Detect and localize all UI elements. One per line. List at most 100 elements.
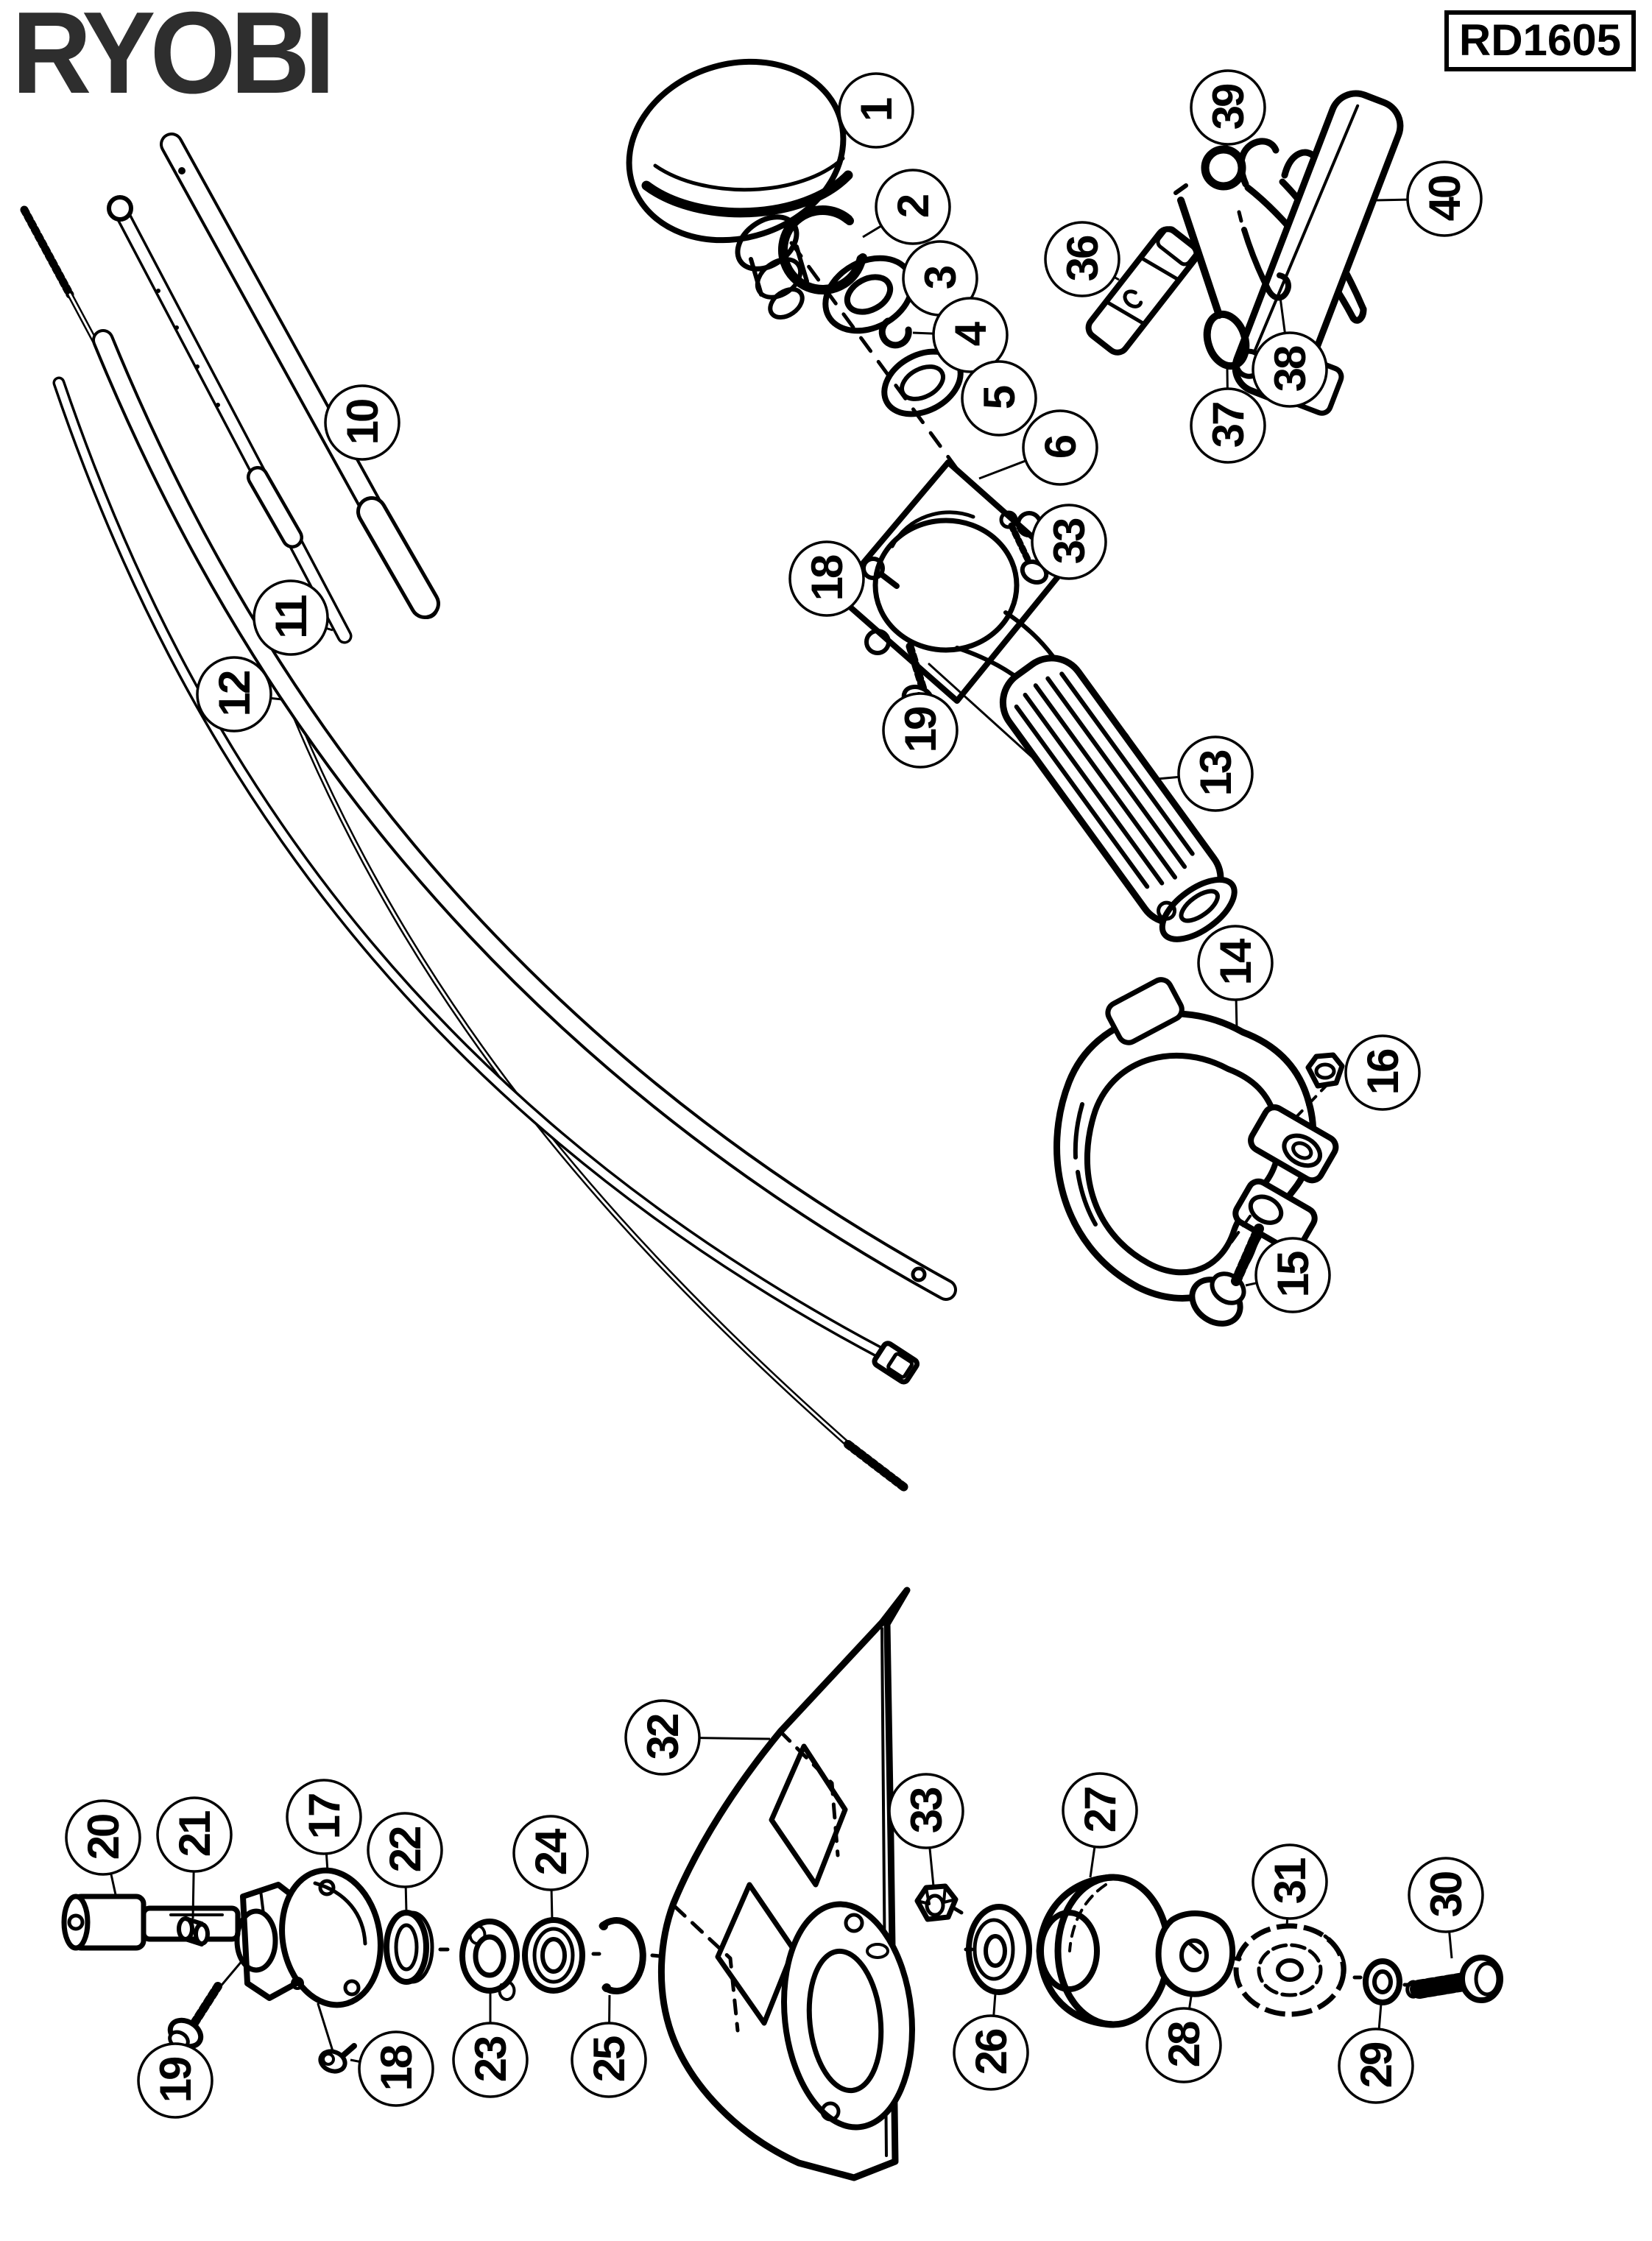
svg-text:33: 33 xyxy=(902,1787,951,1833)
part-bearing-23 xyxy=(459,1919,520,2001)
callout-18: 18 xyxy=(350,2030,434,2107)
svg-text:30: 30 xyxy=(1422,1872,1471,1917)
part-line-spool-31 xyxy=(1233,1923,1346,2017)
svg-text:22: 22 xyxy=(381,1827,430,1872)
callout-26: 26 xyxy=(953,1993,1029,2091)
part-curved-liner-tube xyxy=(52,376,920,1385)
callout-20: 20 xyxy=(65,1799,141,1899)
part-nut-33-bottom xyxy=(914,1883,964,1922)
svg-text:36: 36 xyxy=(1058,236,1107,281)
svg-text:29: 29 xyxy=(1352,2042,1401,2088)
callout-28: 28 xyxy=(1146,1996,1222,2083)
callout-4: 4 xyxy=(912,297,1009,373)
svg-text:10: 10 xyxy=(338,400,387,445)
callout-18: 18 xyxy=(788,540,865,617)
callout-13: 13 xyxy=(1157,735,1254,812)
part-gear-head-housing-17 xyxy=(234,1867,384,2053)
model-number-badge: RD1605 xyxy=(1444,10,1636,71)
callout-22: 22 xyxy=(367,1812,443,1913)
callout-17: 17 xyxy=(286,1779,362,1872)
part-collar-ring-22 xyxy=(384,1910,434,1985)
part-pin-21 xyxy=(177,1916,210,1947)
part-screw-18-top xyxy=(861,557,900,589)
callout-21: 21 xyxy=(156,1796,233,1919)
part-flange-washer-26 xyxy=(966,1904,1032,1995)
svg-text:14: 14 xyxy=(1211,938,1260,985)
svg-text:3: 3 xyxy=(916,266,965,289)
part-screw-19-bottom xyxy=(167,1958,244,2050)
callout-32: 32 xyxy=(624,1699,771,1776)
svg-text:18: 18 xyxy=(802,555,852,601)
part-rod-tool-37 xyxy=(1173,183,1250,370)
part-spool-bolt-30 xyxy=(1405,1955,1503,2003)
svg-text:39: 39 xyxy=(1204,84,1253,130)
callout-33: 33 xyxy=(1031,504,1107,580)
svg-text:26: 26 xyxy=(967,2029,1016,2075)
part-handle-bolt-15 xyxy=(1189,1224,1264,1327)
ryobi-logo: RYOBI xyxy=(12,0,335,118)
svg-text:6: 6 xyxy=(1036,435,1085,459)
axis-line-head xyxy=(789,241,965,479)
callout-1: 1 xyxy=(838,72,914,149)
axis-dashes-bottom xyxy=(438,1947,1411,1987)
callout-19: 19 xyxy=(137,2042,213,2119)
part-socket-tool-36 xyxy=(1085,226,1200,356)
svg-text:38: 38 xyxy=(1266,346,1315,392)
svg-text:28: 28 xyxy=(1159,2022,1209,2067)
callout-27: 27 xyxy=(1062,1772,1138,1878)
svg-text:4: 4 xyxy=(946,321,995,346)
svg-text:21: 21 xyxy=(170,1811,219,1857)
callout-37: 37 xyxy=(1190,367,1266,464)
callout-16: 16 xyxy=(1344,1034,1421,1111)
callout-3: 3 xyxy=(902,240,978,317)
part-bolt-18-bottom xyxy=(318,2043,357,2074)
svg-text:13: 13 xyxy=(1191,750,1240,796)
callout-5: 5 xyxy=(961,360,1037,437)
callout-31: 31 xyxy=(1252,1843,1328,1927)
part-snap-ring-25 xyxy=(599,1917,646,1995)
svg-text:19: 19 xyxy=(151,2057,200,2103)
svg-text:5: 5 xyxy=(975,386,1024,409)
callout-40: 40 xyxy=(1376,160,1483,237)
part-washer-29 xyxy=(1363,1958,1402,2005)
part-bump-feed-head xyxy=(626,58,853,320)
part-arbor-shaft-20 xyxy=(61,1894,241,1951)
svg-text:37: 37 xyxy=(1204,403,1253,448)
svg-text:27: 27 xyxy=(1076,1787,1125,1832)
callout-10: 10 xyxy=(324,384,400,461)
part-clip-4 xyxy=(878,317,912,349)
callout-19: 19 xyxy=(882,691,959,769)
callout-29: 29 xyxy=(1338,2003,1414,2104)
part-safety-guard-32 xyxy=(657,1587,915,2181)
svg-text:18: 18 xyxy=(372,2045,421,2091)
callout-23: 23 xyxy=(452,1992,529,2098)
svg-text:1: 1 xyxy=(852,98,901,121)
callout-30: 30 xyxy=(1408,1857,1484,1959)
callout-11: 11 xyxy=(253,579,333,656)
svg-text:12: 12 xyxy=(210,671,259,716)
svg-text:2: 2 xyxy=(889,195,938,218)
svg-text:23: 23 xyxy=(466,2036,515,2082)
svg-text:33: 33 xyxy=(1045,518,1094,564)
svg-text:15: 15 xyxy=(1268,1252,1318,1297)
part-bearing-24 xyxy=(522,1917,585,1994)
part-curved-outer-tube xyxy=(92,329,957,1301)
part-cam-28 xyxy=(1155,1910,1236,1997)
part-upper-liner-tube xyxy=(107,195,353,644)
part-handle-grip-13 xyxy=(999,654,1238,942)
part-upper-outer-tube xyxy=(160,133,440,619)
callout-33: 33 xyxy=(888,1773,964,1887)
part-front-handle-14 xyxy=(1053,977,1339,1302)
callout-6: 6 xyxy=(978,409,1098,486)
callout-12: 12 xyxy=(196,656,283,733)
svg-text:40: 40 xyxy=(1420,176,1469,221)
svg-text:25: 25 xyxy=(585,2036,634,2082)
part-spool-housing-27 xyxy=(1036,1874,1172,2028)
svg-text:19: 19 xyxy=(896,707,945,752)
svg-text:32: 32 xyxy=(638,1715,688,1760)
svg-text:31: 31 xyxy=(1266,1858,1315,1904)
part-nut-16 xyxy=(1305,1052,1345,1089)
